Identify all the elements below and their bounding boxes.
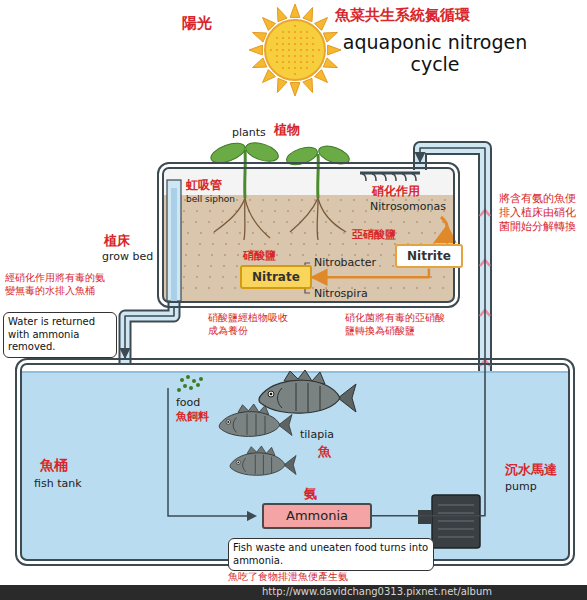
text-label: 經硝化作用將有毒的氨變無毒的水排入魚桶 <box>5 272 109 297</box>
text-label: 亞硝酸鹽 <box>352 228 396 242</box>
text-label: 虹吸管 <box>186 178 222 193</box>
text-label: plants <box>232 126 266 140</box>
text-label: bell siphon <box>186 194 235 205</box>
node-title: Nitrate <box>252 270 300 284</box>
text-label: http://www.davidchang0313.pixnet.net/alb… <box>262 586 492 599</box>
text-label: 魚 <box>318 444 331 460</box>
note-box: Fish waste and uneaten food turns into a… <box>228 538 434 571</box>
node-title: Water is returned with ammonia removed. <box>8 316 112 354</box>
fish-tank: 魚桶 fish tankAmmonia <box>15 358 575 566</box>
node-title: Ammonia <box>286 508 348 524</box>
text-label: 硝酸鹽經植物吸收成為養份 <box>208 312 294 337</box>
text-label: 氨 <box>304 486 317 502</box>
node-title: 植床 <box>104 233 130 249</box>
grow-bed: 植床grow bedNitriteNitrate <box>157 162 460 308</box>
text-label: 魚吃了食物排泄魚便產生氨 <box>228 571 348 584</box>
flow-connector <box>312 268 429 277</box>
text-label: 魚飼料 <box>176 410 209 424</box>
text-label: 陽光 <box>182 14 212 33</box>
nitrate-box: Nitrate <box>240 265 312 289</box>
text-label: 硝酸鹽 <box>243 249 276 263</box>
node-title: Fish waste and uneaten food turns into a… <box>233 542 429 567</box>
text-label: 硝化菌將有毒的亞硝酸鹽轉換為硝酸鹽 <box>345 312 449 337</box>
nitrite-box: Nitrite <box>395 244 463 268</box>
text-label: 將含有氨的魚便排入植床由硝化菌開始分解轉換 <box>499 192 579 233</box>
text-label: 植物 <box>274 122 300 138</box>
node-subtitle: fish tank <box>34 477 82 490</box>
text-label: food <box>176 396 200 410</box>
text-label: Nitrospira <box>314 287 368 301</box>
text-label: 硝化作用 <box>372 184 420 199</box>
diagram-title: aquaponic nitrogen cycle <box>340 32 530 76</box>
text-label: pump <box>505 480 537 494</box>
text-label: 沉水馬達 <box>505 462 557 478</box>
note-box: Water is returned with ammonia removed. <box>3 312 117 358</box>
text-label: tilapia <box>300 428 334 442</box>
node-title: Nitrite <box>407 249 451 263</box>
ammonia-box: Ammonia <box>262 503 372 529</box>
text-label: 魚菜共生系統氮循環 <box>335 6 470 25</box>
node-title: 魚桶 <box>40 457 68 474</box>
flow-connector <box>125 308 174 358</box>
node-subtitle: grow bed <box>102 250 153 263</box>
text-label: Nitrobacter <box>314 256 376 270</box>
text-label: Nitrosomonas <box>370 200 446 214</box>
